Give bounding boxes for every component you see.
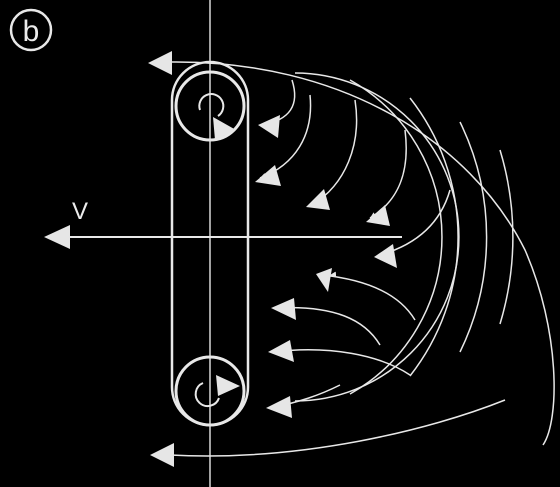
flow-arrowhead-3 (306, 189, 330, 210)
flow-arrowhead-6 (316, 268, 332, 292)
wave-front-4 (460, 122, 487, 352)
bottom-pulley-arrowhead (216, 375, 240, 396)
wave-front-bottom (170, 400, 505, 456)
outer-arrows (148, 51, 174, 467)
bottom-pulley-rotation-arc (196, 383, 219, 406)
flow-arrowheads (255, 115, 397, 418)
top-pulley-rotation-arc (199, 94, 223, 116)
flow-arrowhead-4 (366, 205, 390, 226)
wave-front-5 (500, 150, 513, 324)
velocity-arrowhead (44, 225, 70, 249)
flow-arrowhead-2 (255, 165, 281, 186)
panel-label: b (11, 10, 51, 50)
flow-arrowhead-9 (266, 396, 292, 418)
flow-arrow-3 (312, 100, 357, 205)
velocity-label: V (72, 198, 88, 225)
flow-arrowhead-7 (271, 298, 296, 320)
wave-fronts (170, 62, 554, 456)
velocity-arrow: V (44, 198, 88, 249)
flow-arrow-2 (260, 95, 311, 178)
axis-lines (60, 0, 402, 487)
flow-arrowhead-8 (268, 340, 294, 362)
bottom-outer-arrowhead (150, 443, 174, 467)
panel-label-text: b (23, 15, 40, 48)
flow-arrow-4 (370, 130, 406, 218)
top-outer-arrowhead (148, 51, 172, 75)
flow-arrowhead-5 (374, 244, 397, 268)
flow-arrowhead-1 (258, 115, 280, 138)
